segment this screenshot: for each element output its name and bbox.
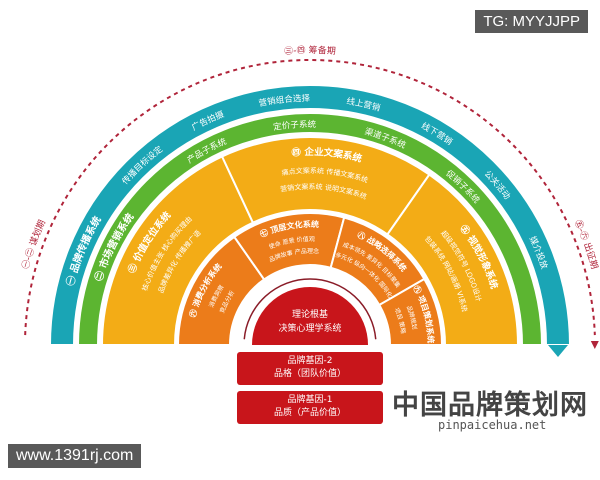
core-subtitle: 决策心理学系统 [278, 322, 341, 334]
phase-label-prepare: ㊂-㊃ 筹备期 [284, 44, 336, 57]
brand-domain: pinpaicehua.net [438, 418, 547, 432]
green-item-path: 定价子系统 [272, 119, 316, 133]
phase-label-launch: ㊄-㊅ 出征期 [572, 218, 600, 270]
orange-sector [377, 277, 444, 346]
gene-sub: 品格（团队价值） [273, 369, 346, 379]
gene-title: 品牌基因-2 [287, 356, 333, 366]
ring-brand-communication [48, 84, 572, 346]
core-arc-line [243, 278, 377, 340]
arrow-down-icon [590, 341, 599, 349]
brand-gene-1-box: 品牌基因-1 品质（产品价值） [237, 391, 383, 424]
watermark-bottom: www.1391rj.com [8, 444, 142, 468]
green-item: 定价子系统 [272, 119, 316, 133]
phase-dashed-arc [24, 59, 596, 336]
core-title: 理论根基 [292, 308, 328, 320]
brand-logo-text: 中国品牌策划网 [392, 390, 588, 421]
gene-sub: 品质（产品价值） [273, 408, 346, 418]
core-theory-dome [252, 287, 368, 345]
arrow-down-icon [548, 345, 568, 357]
phase-label-prepare-path: ㊂-㊃ 筹备期 [284, 44, 336, 57]
yellow-sector [386, 173, 520, 346]
phase-label-plan-path: ㊀-㊁ 谋划期 [20, 218, 48, 270]
watermark-top: TG: MYYJJPP [475, 10, 588, 33]
ring-market-marketing [76, 112, 544, 346]
phase-label-launch-path: ㊄-㊅ 出征期 [572, 218, 600, 270]
gene-title: 品牌基因-1 [287, 395, 333, 405]
brand-gene-2-box: 品牌基因-2 品格（团队价值） [237, 352, 383, 385]
phase-label-plan: ㊀-㊁ 谋划期 [20, 218, 48, 270]
